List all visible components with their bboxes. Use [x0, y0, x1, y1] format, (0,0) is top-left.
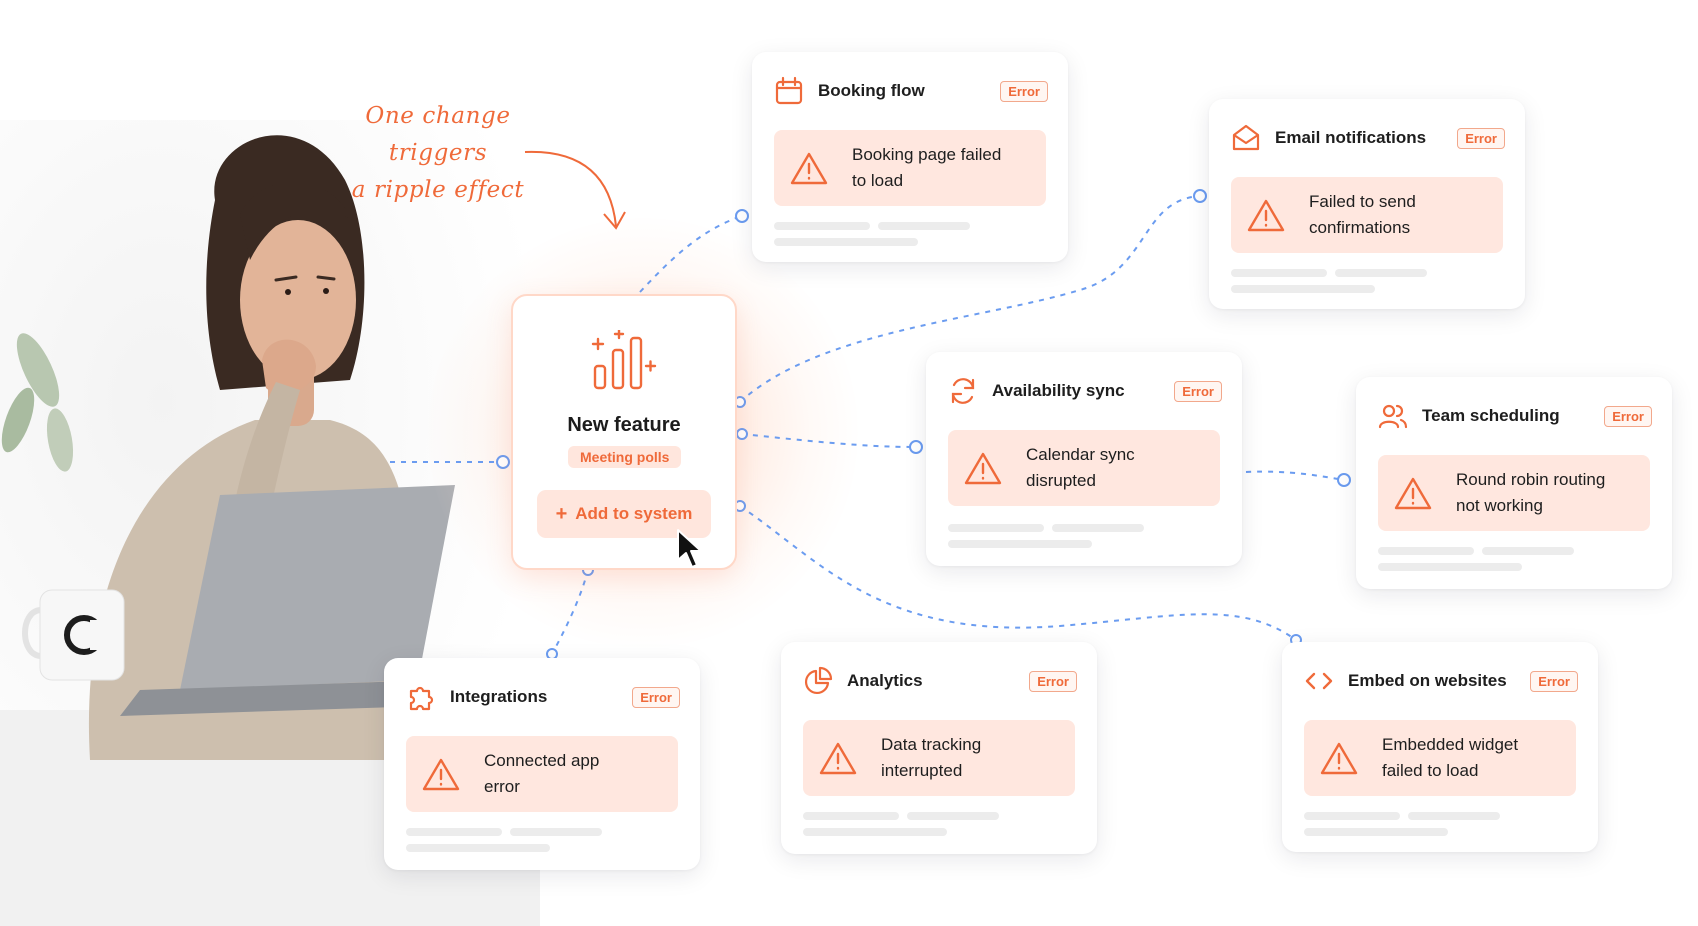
skeleton-line — [774, 238, 918, 246]
error-badge: Error — [1000, 80, 1048, 102]
error-badge: Error — [1604, 405, 1652, 427]
users-icon — [1378, 404, 1408, 429]
alert-line-2: interrupted — [881, 761, 963, 780]
warning-icon — [422, 758, 460, 791]
card-title: Availability sync — [992, 381, 1125, 400]
error-badge: Error — [632, 686, 680, 708]
skeleton-line — [1304, 828, 1448, 836]
skeleton-line — [406, 844, 550, 852]
skeleton-line — [1408, 812, 1500, 820]
puzzle-icon — [409, 686, 434, 711]
alert-line-1: Embedded widget — [1382, 735, 1519, 754]
alert-message: Booking page failed to load — [774, 130, 1046, 206]
annotation-line-2: a ripple effect — [351, 177, 525, 203]
pie-chart-icon — [804, 666, 833, 695]
skeleton-line — [510, 828, 602, 836]
email-notifications-card: Email notifications Error Failed to send… — [1209, 99, 1525, 309]
alert-message: Calendar sync disrupted — [948, 430, 1220, 506]
availability-sync-card: Availability sync Error Calendar sync dis… — [926, 352, 1242, 566]
alert-line-2: failed to load — [1382, 761, 1479, 780]
card-title: Booking flow — [818, 81, 925, 100]
card-title: Team scheduling — [1422, 406, 1560, 425]
skeleton-line — [1231, 269, 1327, 277]
add-to-system-label: Add to system — [575, 504, 693, 523]
alert-message: Data tracking interrupted — [803, 720, 1075, 796]
alert-line-2: disrupted — [1026, 471, 1096, 490]
skeleton-line — [803, 828, 947, 836]
feature-title: New feature — [567, 414, 681, 436]
skeleton-line — [1335, 269, 1427, 277]
alert-line-2: error — [484, 777, 520, 796]
warning-icon — [1320, 742, 1358, 775]
annotation-line-1: One change triggers — [365, 103, 511, 166]
skeleton-line — [406, 828, 502, 836]
skeleton-line — [1052, 524, 1144, 532]
error-badge: Error — [1530, 670, 1578, 692]
envelope-icon — [1232, 124, 1260, 151]
alert-line-1: Round robin routing — [1456, 470, 1606, 489]
card-title: Analytics — [847, 671, 923, 690]
error-badge: Error — [1457, 127, 1505, 149]
connector-node — [735, 209, 749, 223]
skeleton-line — [1378, 563, 1522, 571]
connector-node — [1337, 473, 1351, 487]
card-title: Email notifications — [1275, 128, 1427, 147]
alert-line-1: Calendar sync — [1026, 445, 1135, 464]
skeleton-line — [1231, 285, 1375, 293]
embed-on-websites-card: Embed on websites Error Embedded widget f… — [1282, 642, 1598, 852]
warning-icon — [790, 152, 828, 185]
alert-line-1: Failed to send — [1309, 192, 1416, 211]
card-title: Embed on websites — [1348, 671, 1507, 690]
skeleton-line — [907, 812, 999, 820]
calendar-icon — [775, 76, 803, 105]
bar-chart-sparkle-icon — [591, 330, 657, 390]
mouse-cursor-icon — [677, 529, 702, 568]
sync-icon — [951, 378, 975, 404]
plant-decoration — [1, 333, 74, 472]
skeleton-line — [948, 540, 1092, 548]
card-title: Integrations — [450, 687, 548, 706]
connector-node — [1193, 189, 1207, 203]
alert-message: Round robin routing not working — [1378, 455, 1650, 531]
skeleton-line — [774, 222, 870, 230]
feature-tag: Meeting polls — [568, 446, 682, 468]
alert-line-1: Connected app — [484, 751, 600, 770]
person-figure — [0, 135, 540, 926]
alert-message: Connected app error — [406, 736, 678, 812]
alert-message: Failed to send confirmations — [1231, 177, 1503, 253]
integrations-card: Integrations Error Connected app error — [384, 658, 700, 870]
add-to-system-button[interactable]: + Add to system — [537, 490, 711, 538]
skeleton-line — [803, 812, 899, 820]
alert-line-2: not working — [1456, 496, 1543, 515]
new-feature-card: New feature Meeting polls + Add to syste… — [511, 294, 737, 570]
alert-line-1: Data tracking — [881, 735, 982, 754]
alert-line-1: Booking page failed — [852, 145, 1002, 164]
skeleton-line — [878, 222, 970, 230]
plus-icon: + — [555, 503, 568, 525]
skeleton-line — [948, 524, 1044, 532]
booking-flow-card: Booking flow Error Booking page failed to… — [752, 52, 1068, 262]
code-icon — [1305, 672, 1333, 690]
connector-team — [1245, 470, 1345, 481]
alert-line-2: confirmations — [1309, 218, 1411, 237]
warning-icon — [1394, 477, 1432, 510]
alert-line-2: to load — [852, 171, 904, 190]
analytics-card: Analytics Error Data tracking interrupted — [781, 642, 1097, 854]
warning-icon — [964, 452, 1002, 485]
warning-icon — [819, 742, 857, 775]
skeleton-line — [1304, 812, 1400, 820]
error-badge: Error — [1029, 670, 1077, 692]
connector-node — [909, 440, 923, 454]
ripple-annotation: One change triggers a ripple effect — [318, 98, 558, 209]
team-scheduling-card: Team scheduling Error Round robin routin… — [1356, 377, 1672, 589]
alert-message: Embedded widget failed to load — [1304, 720, 1576, 796]
skeleton-line — [1378, 547, 1474, 555]
skeleton-line — [1482, 547, 1574, 555]
error-badge: Error — [1174, 380, 1222, 402]
warning-icon — [1247, 199, 1285, 232]
